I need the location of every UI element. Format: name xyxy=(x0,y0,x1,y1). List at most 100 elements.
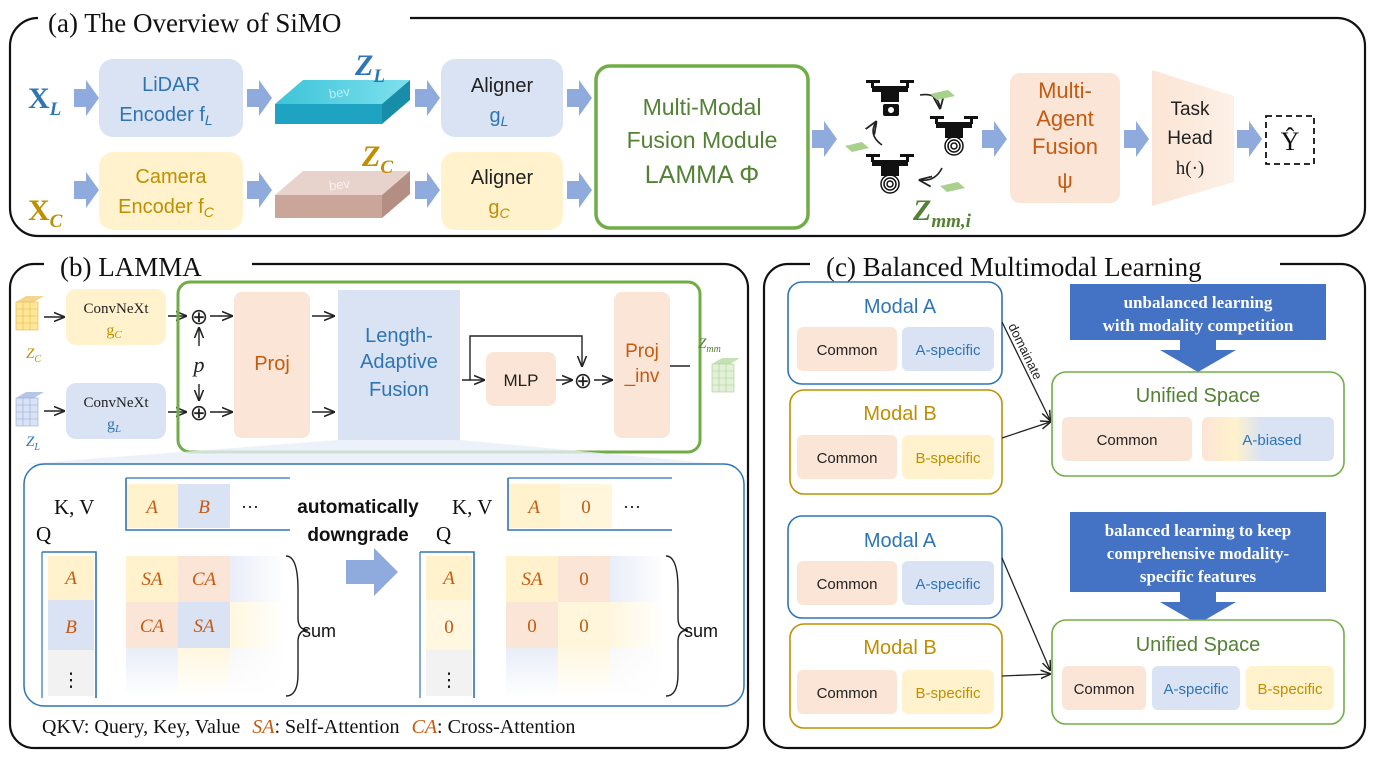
proj-inv-box xyxy=(614,292,670,438)
laf-box xyxy=(338,290,460,440)
downgrade-line2: downgrade xyxy=(307,525,408,546)
modal-b-title-top: Modal B xyxy=(863,403,936,425)
b-specific-unified-label: B-specific xyxy=(1257,681,1323,698)
sum-left-label: sum xyxy=(302,621,336,641)
lidar-encoder-line1: LiDAR xyxy=(142,74,200,96)
bev-lidar-slab: bev xyxy=(275,80,410,124)
fusion-line1: Multi-Modal xyxy=(643,94,762,120)
camera-encoder-line2: Encoder fC xyxy=(118,196,215,220)
plus-residual: ⊕ xyxy=(574,368,592,393)
proj-inv-line2: _inv xyxy=(624,366,660,387)
brace-left xyxy=(285,555,309,697)
p-label: p xyxy=(192,352,205,377)
z-l-grid-icon xyxy=(15,392,44,427)
z-mm-grid-icon xyxy=(711,358,740,393)
lidar-encoder-line2: Encoder fL xyxy=(119,104,212,128)
panel-a-title: (a) The Overview of SiMO xyxy=(48,8,341,38)
b-specific-bottom xyxy=(902,670,994,714)
common-unified-bottom xyxy=(1062,666,1146,710)
callout-balanced xyxy=(1070,512,1326,592)
grid-left-1-1: SA xyxy=(193,616,215,637)
x-l-label: XL xyxy=(28,82,61,120)
drone-cluster xyxy=(845,80,978,194)
fusion-line2: Fusion Module xyxy=(627,127,778,153)
common-b-top-label: Common xyxy=(817,450,878,467)
arrow-icon xyxy=(982,121,1007,157)
modal-b-title-bottom: Modal B xyxy=(863,637,936,659)
camera-icon xyxy=(883,104,899,116)
common-unified-top-label: Common xyxy=(1097,432,1158,449)
panel-a-frame xyxy=(8,16,1367,238)
output-box xyxy=(1265,115,1315,165)
arrow-icon xyxy=(74,80,99,116)
convnext-l-label: ConvNeXt xyxy=(84,395,150,411)
proj-label: Proj xyxy=(254,353,290,375)
aligner-l-box xyxy=(441,59,563,137)
q-left-col: A B ⋮ xyxy=(41,551,97,698)
callout-unbalanced-line2: with modality competition xyxy=(1103,316,1294,335)
z-l-label: ZL xyxy=(354,49,385,87)
g-l-label: gL xyxy=(107,416,121,435)
convnext-l-box xyxy=(66,383,166,439)
grid-right-1-1: 0 xyxy=(579,616,589,637)
grid-left-0-0: SA xyxy=(141,569,163,590)
task-line1: Task xyxy=(1170,99,1210,120)
z-c-small-label: ZC xyxy=(26,346,41,365)
panel-a: (a) The Overview of SiMO XL XC LiDAR Enc… xyxy=(8,4,1367,238)
bev-camera-label: bev xyxy=(328,176,351,194)
domainate-label: domainate xyxy=(1005,321,1045,382)
a-biased-label: A-biased xyxy=(1242,432,1301,449)
b-specific-unified xyxy=(1246,666,1334,710)
q-right-cell-0: A xyxy=(441,568,455,589)
kv-right-cell-1: 0 xyxy=(581,497,591,518)
feature-tiles xyxy=(845,90,965,192)
convnext-c-label: ConvNeXt xyxy=(84,301,150,317)
arrow-icon xyxy=(1124,121,1149,157)
unified-space-top-title: Unified Space xyxy=(1136,385,1261,407)
kv-right-cell-0: A xyxy=(526,497,540,518)
arrow-icon xyxy=(567,80,592,116)
task-line2: Head xyxy=(1167,128,1212,149)
common-unified-top xyxy=(1062,417,1192,461)
common-a-bottom xyxy=(797,561,897,605)
aligner-l-line2: gL xyxy=(490,105,509,129)
callout-balanced-line2: comprehensive modality- xyxy=(1107,544,1290,563)
agent-line3: Fusion xyxy=(1032,134,1098,159)
laf-line2: Adaptive xyxy=(360,351,438,373)
lidar-encoder-box xyxy=(99,59,243,137)
callout-unbalanced xyxy=(1070,284,1326,340)
arrow-icon xyxy=(247,80,272,116)
common-b-bottom xyxy=(797,670,897,714)
z-c-grid-icon xyxy=(15,296,44,331)
grid-left-1-0: CA xyxy=(140,616,165,637)
attention-grid-left: SA CA CA SA xyxy=(126,556,286,696)
b-specific-top xyxy=(902,435,994,479)
common-b-top xyxy=(797,435,897,479)
kv-right-row: A 0 ··· xyxy=(507,477,672,531)
aligner-c-line1: Aligner xyxy=(471,167,534,189)
kv-right-cell-2: ··· xyxy=(623,496,641,516)
grid-right-1-0: 0 xyxy=(527,616,537,637)
q-right-col: A 0 ⋮ xyxy=(419,551,475,698)
aligner-c-line2: gC xyxy=(488,197,510,221)
attention-grid-right: SA 0 0 0 xyxy=(506,556,666,696)
aligner-c-box xyxy=(441,152,563,230)
a-specific-unified xyxy=(1152,666,1240,710)
drone-icon xyxy=(866,154,914,176)
downgrade-line1: automatically xyxy=(297,497,419,518)
arrow-icon xyxy=(1237,121,1262,157)
aligner-l-line1: Aligner xyxy=(471,75,534,97)
kv-left-cell-1: B xyxy=(198,497,210,518)
fingerprint-icon xyxy=(944,136,964,156)
q-left-cell-2: ⋮ xyxy=(62,670,81,691)
x-c-label: XC xyxy=(28,194,63,232)
grid-right-0-1: 0 xyxy=(579,569,589,590)
callout-balanced-line3: specific features xyxy=(1140,567,1257,586)
common-unified-bottom-label: Common xyxy=(1074,681,1135,698)
fusion-module-box xyxy=(594,64,810,230)
panel-b-frame xyxy=(8,262,750,750)
unified-space-bottom-title: Unified Space xyxy=(1136,634,1261,656)
output-label: Ŷ xyxy=(1281,127,1300,156)
common-a-top-label: Common xyxy=(817,342,878,359)
